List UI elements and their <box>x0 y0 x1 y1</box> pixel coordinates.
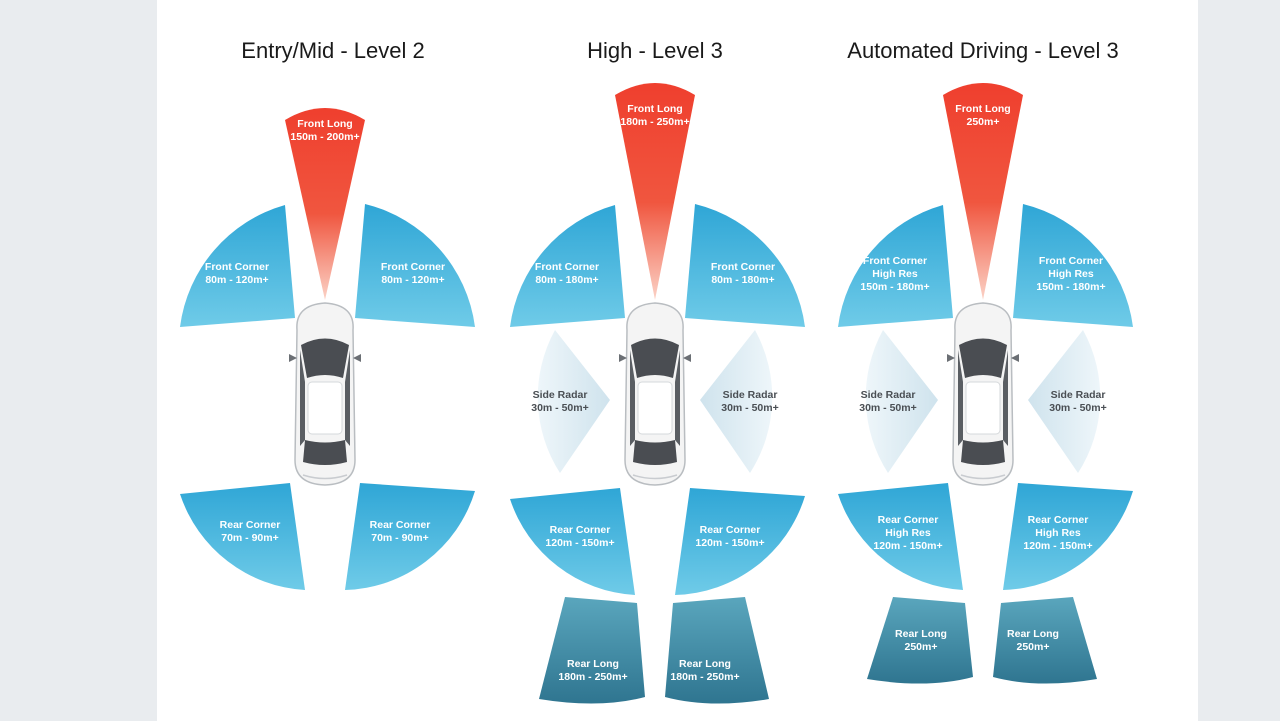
panel-title: High - Level 3 <box>587 38 723 63</box>
car-icon <box>289 302 361 486</box>
car-icon <box>619 302 691 486</box>
panel-title: Automated Driving - Level 3 <box>847 38 1118 63</box>
panel-title: Entry/Mid - Level 2 <box>241 38 424 63</box>
car-icon <box>947 302 1019 486</box>
